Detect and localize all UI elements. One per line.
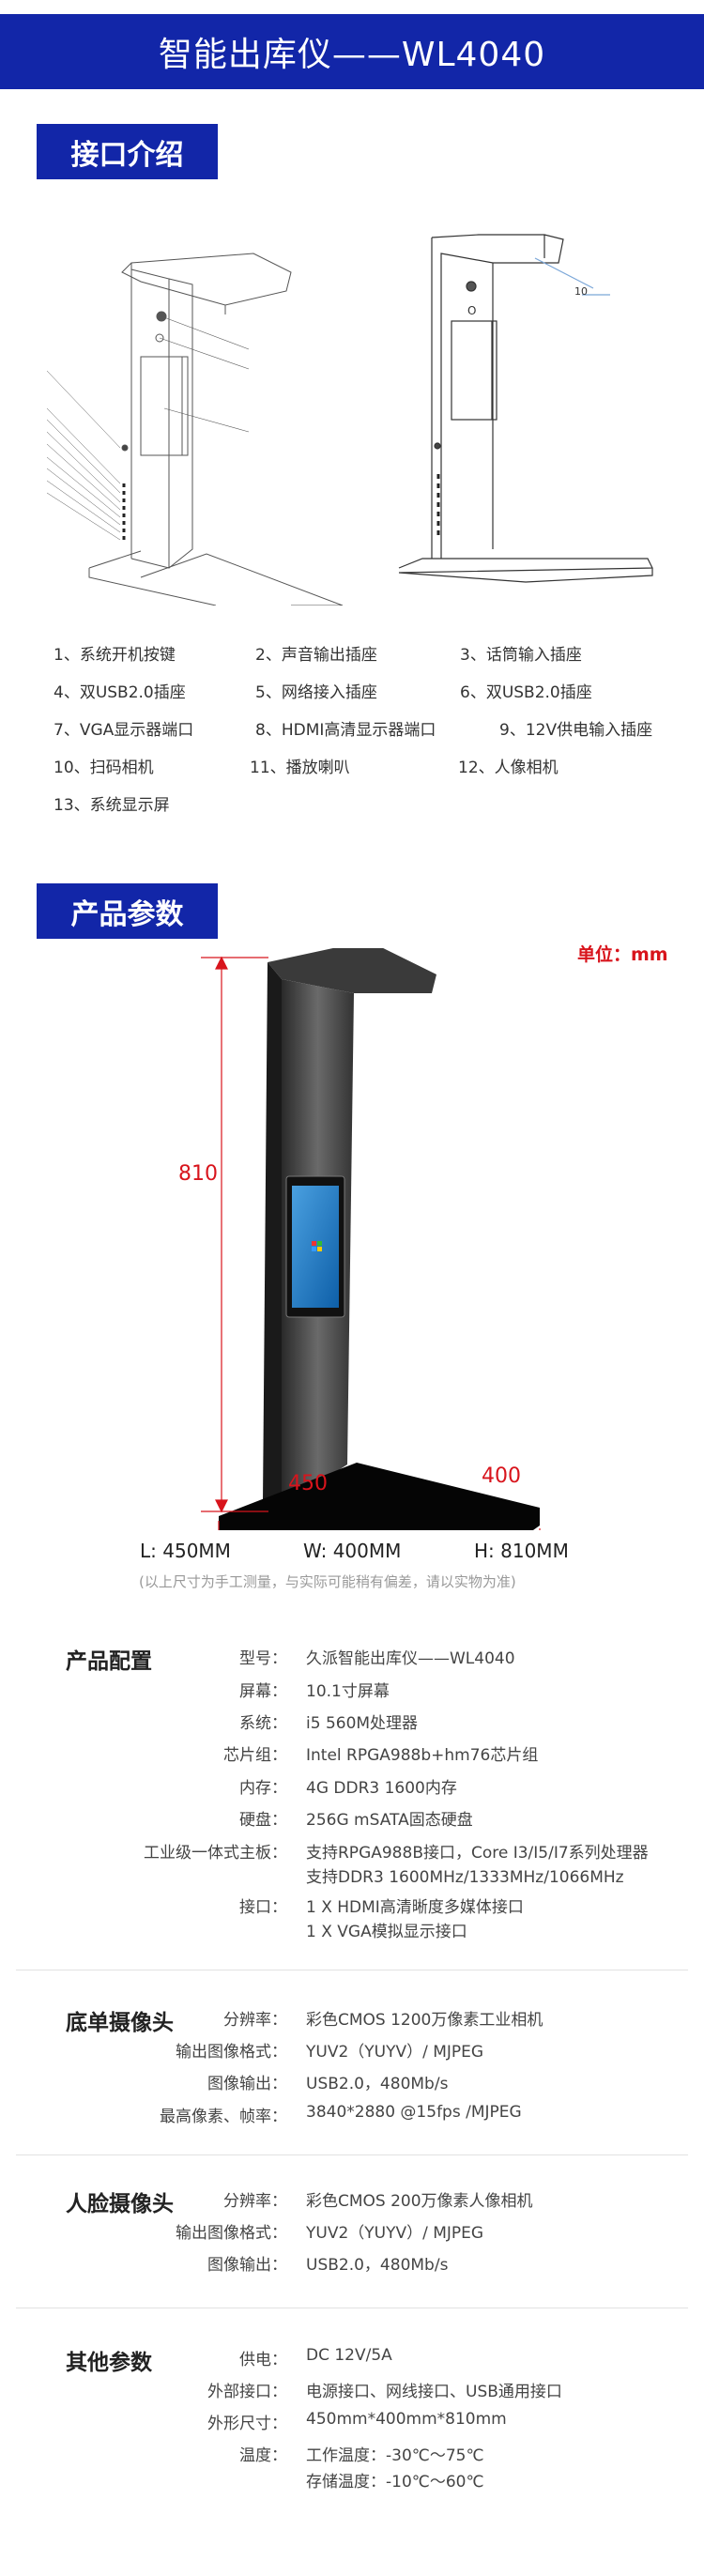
list-item: 1、系统开机按键 [54,646,176,665]
spec-label: 最高像素、帧率： [160,2108,287,2126]
spec-group-title: 底单摄像头 [66,2011,174,2035]
spec-value: 3840*2880 @15fps /MJPEG [306,2103,522,2122]
list-item: 11、播放喇叭 [250,759,350,777]
spec-value: 支持RPGA988B接口，Core I3/I5/I7系列处理器 [306,1844,649,1863]
list-item: 9、12V供电输入插座 [499,721,653,740]
spec-label: 型号： [239,1649,287,1668]
spec-label: 分辨率： [223,2011,287,2030]
list-item: 2、声音输出插座 [255,646,377,665]
dimension-height: H: 810MM [474,1540,569,1562]
height-dimension: 810 [178,1162,218,1186]
page-title-banner: 智能出库仪——WL4040 [0,14,704,89]
spec-value: i5 560M处理器 [306,1714,419,1733]
spec-group-title: 其他参数 [66,2351,152,2375]
product-image [201,948,541,1530]
list-item: 10、扫码相机 [54,759,154,777]
spec-group-title: 产品配置 [66,1649,152,1674]
spec-value: USB2.0，480Mb/s [306,2256,449,2275]
spec-value: DC 12V/5A [306,2346,392,2365]
spec-value: USB2.0，480Mb/s [306,2075,449,2093]
section-title-params: 产品参数 [37,883,218,939]
dimension-width: W: 400MM [303,1540,402,1562]
spec-value: 10.1寸屏幕 [306,1682,390,1701]
dimension-lines [201,956,541,1530]
spec-label: 硬盘： [239,1811,287,1830]
width-dimension: 400 [482,1464,521,1488]
unit-label: 单位：mm [577,944,668,965]
section-divider [16,2154,688,2155]
spec-value: YUV2（YUYV）/ MJPEG [306,2224,484,2243]
spec-label: 供电： [239,2351,287,2369]
spec-value: YUV2（YUYV）/ MJPEG [306,2043,484,2062]
spec-label: 分辨率： [223,2192,287,2211]
spec-value: 电源接口、网线接口、USB通用接口 [306,2383,562,2401]
spec-label: 工业级一体式主板： [144,1844,287,1863]
diagram-callout-10: 10 [574,285,588,298]
list-item: 12、人像相机 [458,759,559,777]
list-item: 7、VGA显示器端口 [54,721,194,740]
spec-value: 工作温度：-30℃～75℃ [306,2446,484,2465]
measurement-note: (以上尺寸为手工测量，与实际可能稍有偏差，请以实物为准) [139,1573,516,1590]
spec-group-title: 人脸摄像头 [66,2192,174,2216]
interface-diagram-front [46,253,344,606]
spec-value: 450mm*400mm*810mm [306,2410,507,2429]
page-title: 智能出库仪——WL4040 [158,36,546,74]
list-item: 4、双USB2.0插座 [54,683,186,702]
interface-diagram-rear: O [398,234,653,583]
spec-label: 输出图像格式： [176,2043,287,2062]
spec-label: 外部接口： [207,2383,287,2401]
spec-value: 4G DDR3 1600内存 [306,1779,457,1798]
spec-value: 1 X HDMI高清晰度多媒体接口 [306,1898,524,1917]
list-item: 8、HDMI高清显示器端口 [255,721,436,740]
svg-text:O: O [467,304,476,317]
spec-label: 接口： [239,1898,287,1917]
spec-value: Intel RPGA988b+hm76芯片组 [306,1746,539,1765]
list-item: 5、网络接入插座 [255,683,377,702]
spec-value: 彩色CMOS 200万像素人像相机 [306,2192,533,2211]
spec-value: 支持DDR3 1600MHz/1333MHz/1066MHz [306,1868,624,1887]
spec-value: 存储温度：-10℃～60℃ [306,2473,484,2492]
spec-value: 1 X VGA模拟显示接口 [306,1923,467,1941]
spec-label: 系统： [239,1714,287,1733]
spec-label: 芯片组： [223,1746,287,1765]
spec-label: 图像输出： [207,2256,287,2275]
spec-label: 图像输出： [207,2075,287,2093]
dimension-length: L: 450MM [140,1540,231,1562]
length-dimension: 450 [288,1472,328,1495]
list-item: 13、系统显示屏 [54,796,170,815]
spec-value: 256G mSATA固态硬盘 [306,1811,473,1830]
list-item: 6、双USB2.0插座 [460,683,592,702]
spec-value: 久派智能出库仪——WL4040 [306,1649,515,1668]
section-title-interface: 接口介绍 [37,124,218,179]
spec-label: 温度： [239,2446,287,2465]
spec-value: 彩色CMOS 1200万像素工业相机 [306,2011,543,2030]
spec-label: 内存： [239,1779,287,1798]
spec-label: 输出图像格式： [176,2224,287,2243]
spec-label: 屏幕： [239,1682,287,1701]
spec-label: 外形尺寸： [207,2415,287,2433]
list-item: 3、话筒输入插座 [460,646,582,665]
